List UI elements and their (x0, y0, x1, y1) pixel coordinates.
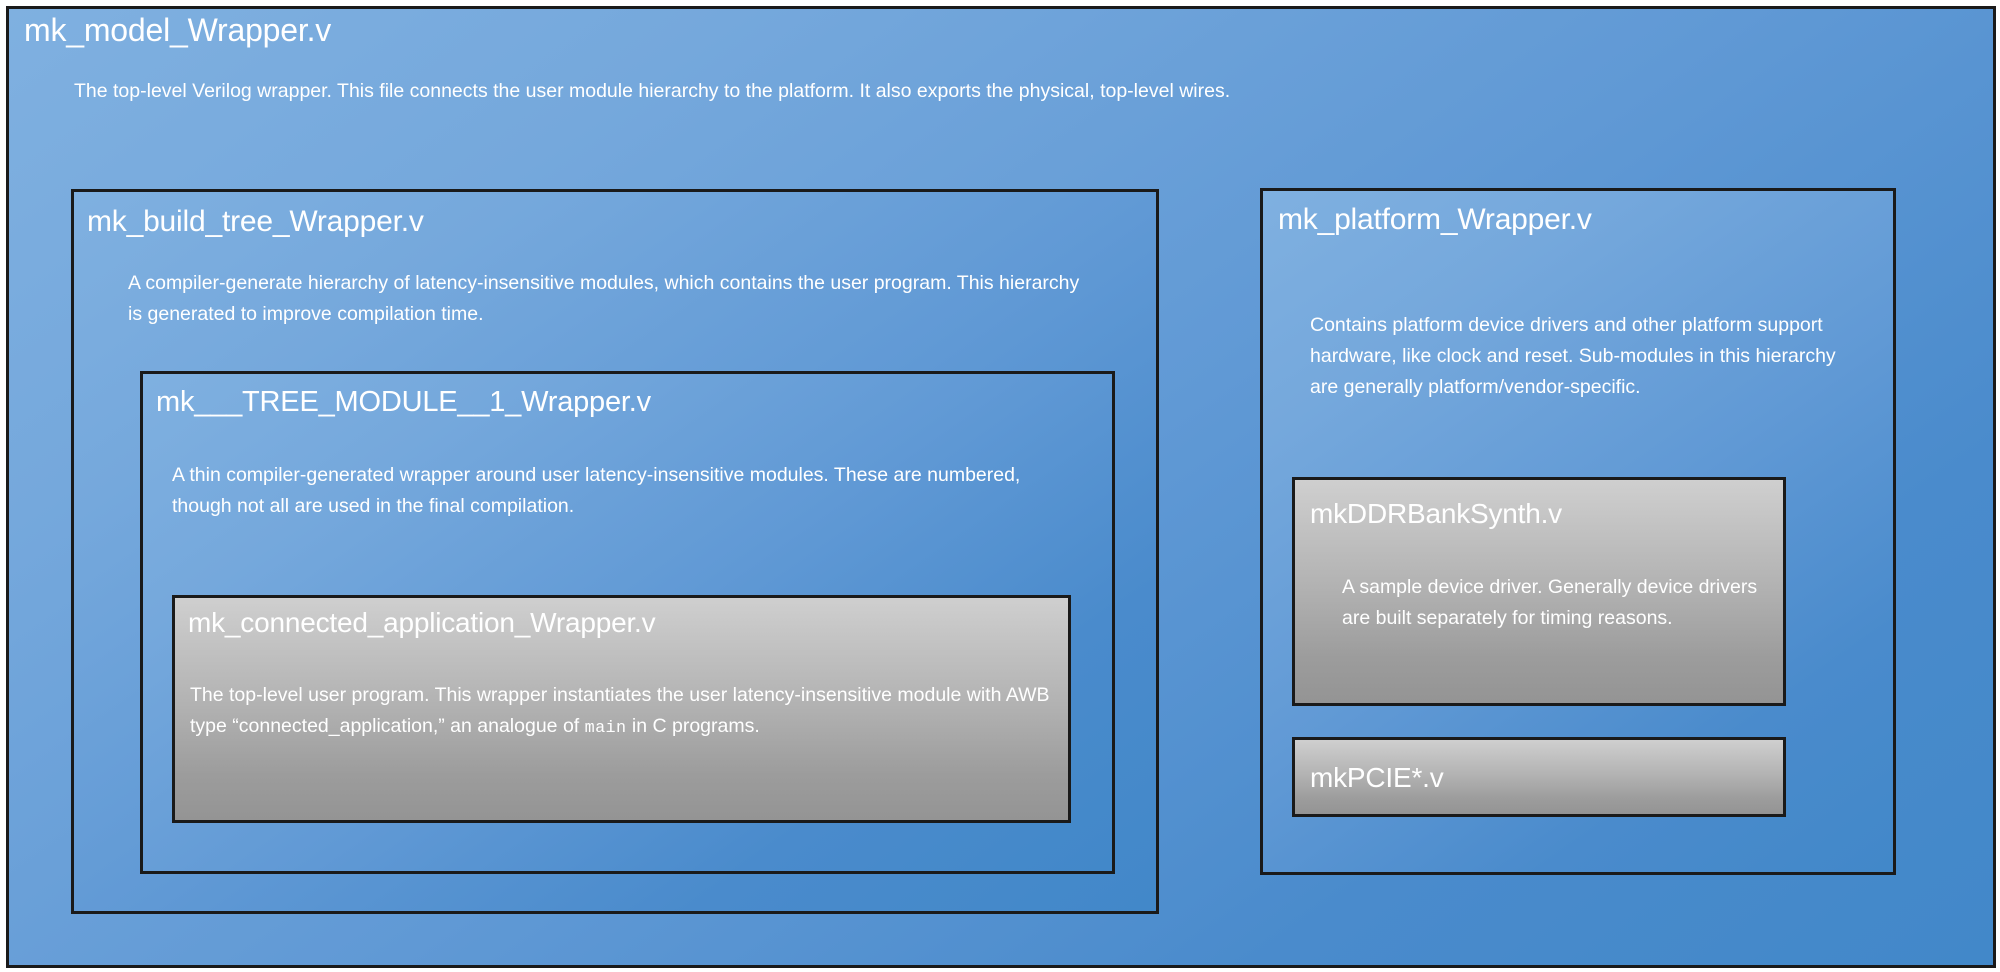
module-box-mk-connected-application-wrapper (172, 595, 1071, 823)
module-title-mkddrbanksynth: mkDDRBankSynth.v (1310, 498, 1562, 529)
module-title-mkpcie: mkPCIE*.v (1310, 762, 1444, 793)
conn-app-desc-part1: The top-level user program. This wrapper… (190, 684, 1050, 737)
module-description-mk-platform-wrapper: Contains platform device drivers and oth… (1310, 314, 1836, 398)
module-box-mkpcie (1292, 737, 1786, 817)
conn-app-desc-part2: in C programs. (626, 715, 760, 737)
conn-app-desc-main-keyword: main (584, 719, 627, 738)
module-description-mk-connected-application-wrapper: The top-level user program. This wrapper… (190, 680, 1070, 744)
module-title-mk-platform-wrapper: mk_platform_Wrapper.v (1278, 203, 1592, 236)
module-title-mk-tree-module-1-wrapper: mk___TREE_MODULE__1_Wrapper.v (156, 386, 651, 418)
module-title-mk-model-wrapper: mk_model_Wrapper.v (24, 12, 332, 48)
module-description-mk-model-wrapper: The top-level Verilog wrapper. This file… (74, 80, 1231, 102)
module-description-mk-tree-module-1-wrapper: A thin compiler-generated wrapper around… (172, 464, 1021, 517)
module-description-mkddrbanksynth: A sample device driver. Generally device… (1342, 576, 1758, 629)
module-title-mk-build-tree-wrapper: mk_build_tree_Wrapper.v (87, 205, 424, 238)
module-title-mk-connected-application-wrapper: mk_connected_application_Wrapper.v (188, 607, 656, 638)
module-box-mkddrbanksynth (1292, 477, 1786, 706)
module-description-mk-build-tree-wrapper: A compiler-generate hierarchy of latency… (128, 272, 1080, 325)
